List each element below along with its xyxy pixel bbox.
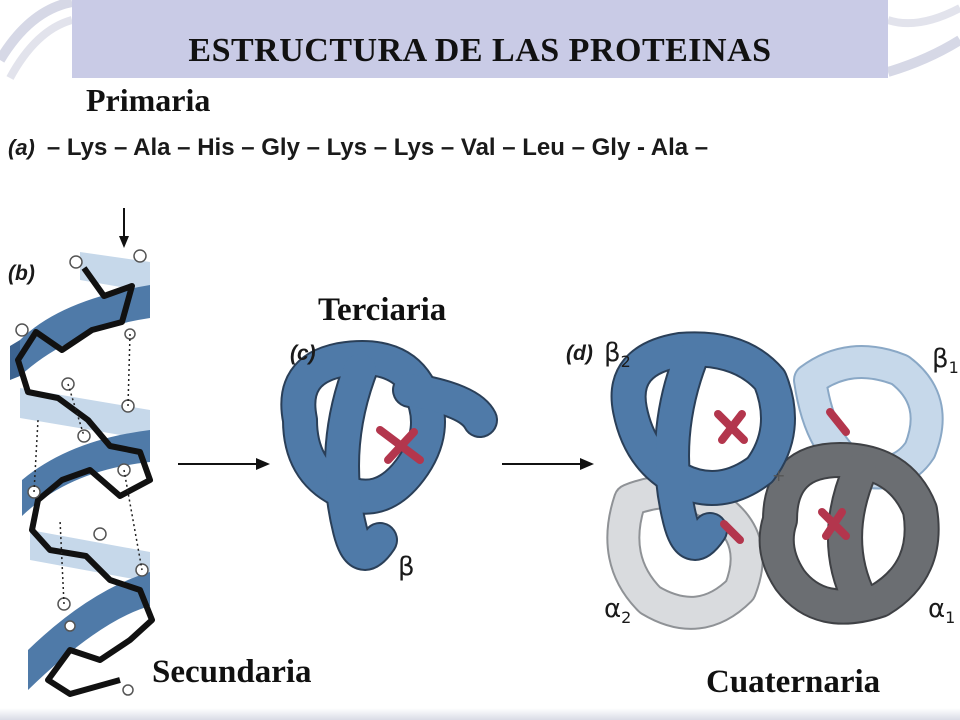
title-bar: ESTRUCTURA DE LAS PROTEINAS xyxy=(72,0,888,78)
panel-c-label: (c) xyxy=(290,342,316,365)
panel-a-label: (a) xyxy=(8,135,35,160)
alpha2-label: α2 xyxy=(604,594,632,628)
decorative-swoosh-right xyxy=(888,0,960,80)
tertiary-globin xyxy=(280,340,498,571)
label-primaria: Primaria xyxy=(86,82,211,118)
center-plus: + xyxy=(772,466,786,485)
primary-sequence: (a) – Lys – Ala – His – Gly – Lys – Lys –… xyxy=(8,134,708,162)
label-cuaternaria: Cuaternaria xyxy=(706,664,881,700)
tertiary-beta-symbol: β xyxy=(398,552,415,582)
beta2-label: β2 xyxy=(604,338,631,372)
amino-acid-sequence: – Lys – Ala – His – Gly – Lys – Lys – Va… xyxy=(46,134,709,161)
panel-d-label: (d) xyxy=(566,342,593,365)
label-terciaria: Terciaria xyxy=(318,292,447,328)
page-title: ESTRUCTURA DE LAS PROTEINAS xyxy=(188,32,772,69)
label-secundaria: Secundaria xyxy=(152,654,312,690)
alpha-helix-diagram xyxy=(10,208,155,697)
quaternary-hemoglobin xyxy=(606,331,944,630)
panel-b-label: (b) xyxy=(8,262,35,285)
footer-band xyxy=(0,708,960,720)
alpha1-label: α1 xyxy=(928,594,956,628)
beta1-label: β1 xyxy=(932,344,959,378)
decorative-swoosh-left xyxy=(0,0,72,80)
